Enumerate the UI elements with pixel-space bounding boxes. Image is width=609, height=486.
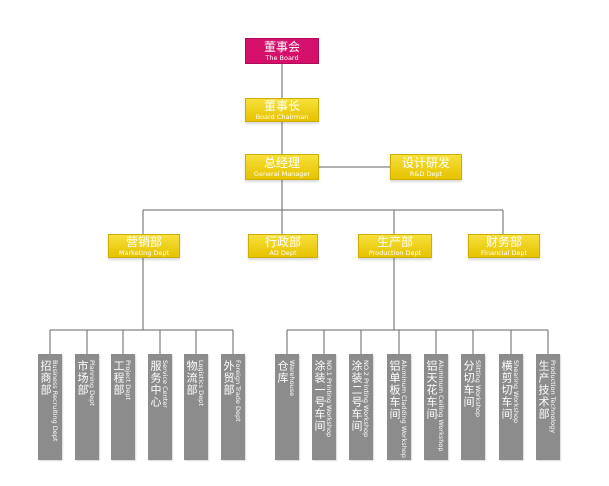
unit-cn: 横剪切车间 (500, 360, 513, 420)
node-dept-admin: 行政部 AD Dept (248, 234, 318, 258)
unit-en: Warehouse (288, 360, 296, 397)
unit-cn: 物流部 (185, 360, 198, 396)
unit-production-1: 涂装一号车间 NO.1 Printing Workshop (312, 354, 336, 460)
unit-en: Logistics Dept (197, 360, 205, 406)
unit-cn: 服务中心 (149, 360, 162, 408)
unit-cn: 铝单板车间 (388, 360, 401, 420)
node-dept-marketing: 营销部 Marketing Dept (108, 234, 180, 258)
unit-production-2: 涂装二号车间 NO.2 Printing Workshop (349, 354, 373, 460)
dept-cn: 营销部 (125, 234, 162, 249)
dept-en: AD Dept (269, 248, 297, 257)
unit-en: Service Center (161, 360, 169, 408)
node-board-cn: 董事会 (263, 39, 300, 54)
unit-cn: 生产技术部 (537, 360, 550, 420)
node-rd-cn: 设计研发 (401, 155, 450, 170)
dept-cn: 行政部 (264, 234, 301, 249)
node-gm-en: General Manager (253, 169, 311, 178)
unit-cn: 涂装一号车间 (313, 360, 326, 432)
unit-marketing-3: 服务中心 Service Center (148, 354, 172, 460)
unit-cn: 仓库 (276, 360, 289, 384)
unit-en: NO.2 Printing Workshop (362, 360, 370, 438)
node-rd: 设计研发 R&D Dept (390, 154, 462, 180)
unit-cn: 铝天花车间 (425, 360, 438, 420)
unit-cn: 涂装二号车间 (350, 360, 363, 432)
node-chairman: 董事长 Board Chairman (245, 98, 319, 122)
unit-marketing-0: 招商部 Business Recruiting Dept (38, 354, 62, 460)
dept-en: Production Dept (368, 248, 422, 257)
unit-production-7: 生产技术部 Production Technology (536, 354, 560, 460)
node-dept-finance: 财务部 Financial Dept (468, 234, 540, 258)
node-chairman-en: Board Chairman (255, 112, 309, 121)
unit-cn: 分切车间 (462, 360, 475, 408)
node-gm-cn: 总经理 (263, 155, 300, 170)
unit-en: Shearing Workshop (512, 360, 520, 424)
unit-marketing-2: 工程部 Project Dept (111, 354, 135, 460)
unit-marketing-1: 市场部 Planning Dept (75, 354, 99, 460)
dept-cn: 财务部 (485, 234, 522, 249)
dept-en: Marketing Dept (118, 248, 170, 257)
unit-en: NO.1 Printing Workshop (325, 360, 333, 438)
unit-cn: 市场部 (76, 360, 89, 396)
unit-production-6: 横剪切车间 Shearing Workshop (499, 354, 523, 460)
dept-en: Financial Dept (480, 248, 528, 257)
node-rd-en: R&D Dept (409, 169, 443, 178)
unit-en: Aluminum Ceiling Workshop (437, 360, 445, 452)
unit-en: Planning Dept (88, 360, 96, 406)
unit-en: Business Recruiting Dept (51, 360, 59, 442)
unit-en: Aluminum Cladding Workshop (400, 360, 408, 458)
node-general-manager: 总经理 General Manager (245, 154, 319, 180)
unit-en: Production Technology (549, 360, 557, 434)
unit-production-5: 分切车间 Slitting Workshop (461, 354, 485, 460)
node-dept-production: 生产部 Production Dept (358, 234, 432, 258)
node-board-en: The Board (265, 53, 299, 62)
unit-cn: 招商部 (39, 360, 52, 396)
unit-cn: 外贸部 (222, 360, 235, 396)
unit-marketing-4: 物流部 Logistics Dept (184, 354, 208, 460)
unit-en: Foreign Trade Dept (234, 360, 242, 422)
unit-production-0: 仓库 Warehouse (275, 354, 299, 460)
node-chairman-cn: 董事长 (263, 98, 300, 113)
unit-en: Project Dept (124, 360, 132, 400)
unit-marketing-5: 外贸部 Foreign Trade Dept (221, 354, 245, 460)
unit-production-4: 铝天花车间 Aluminum Ceiling Workshop (424, 354, 448, 460)
unit-production-3: 铝单板车间 Aluminum Cladding Workshop (387, 354, 411, 460)
unit-en: Slitting Workshop (474, 360, 482, 418)
dept-cn: 生产部 (376, 234, 413, 249)
node-board: 董事会 The Board (245, 38, 319, 64)
unit-cn: 工程部 (112, 360, 125, 396)
